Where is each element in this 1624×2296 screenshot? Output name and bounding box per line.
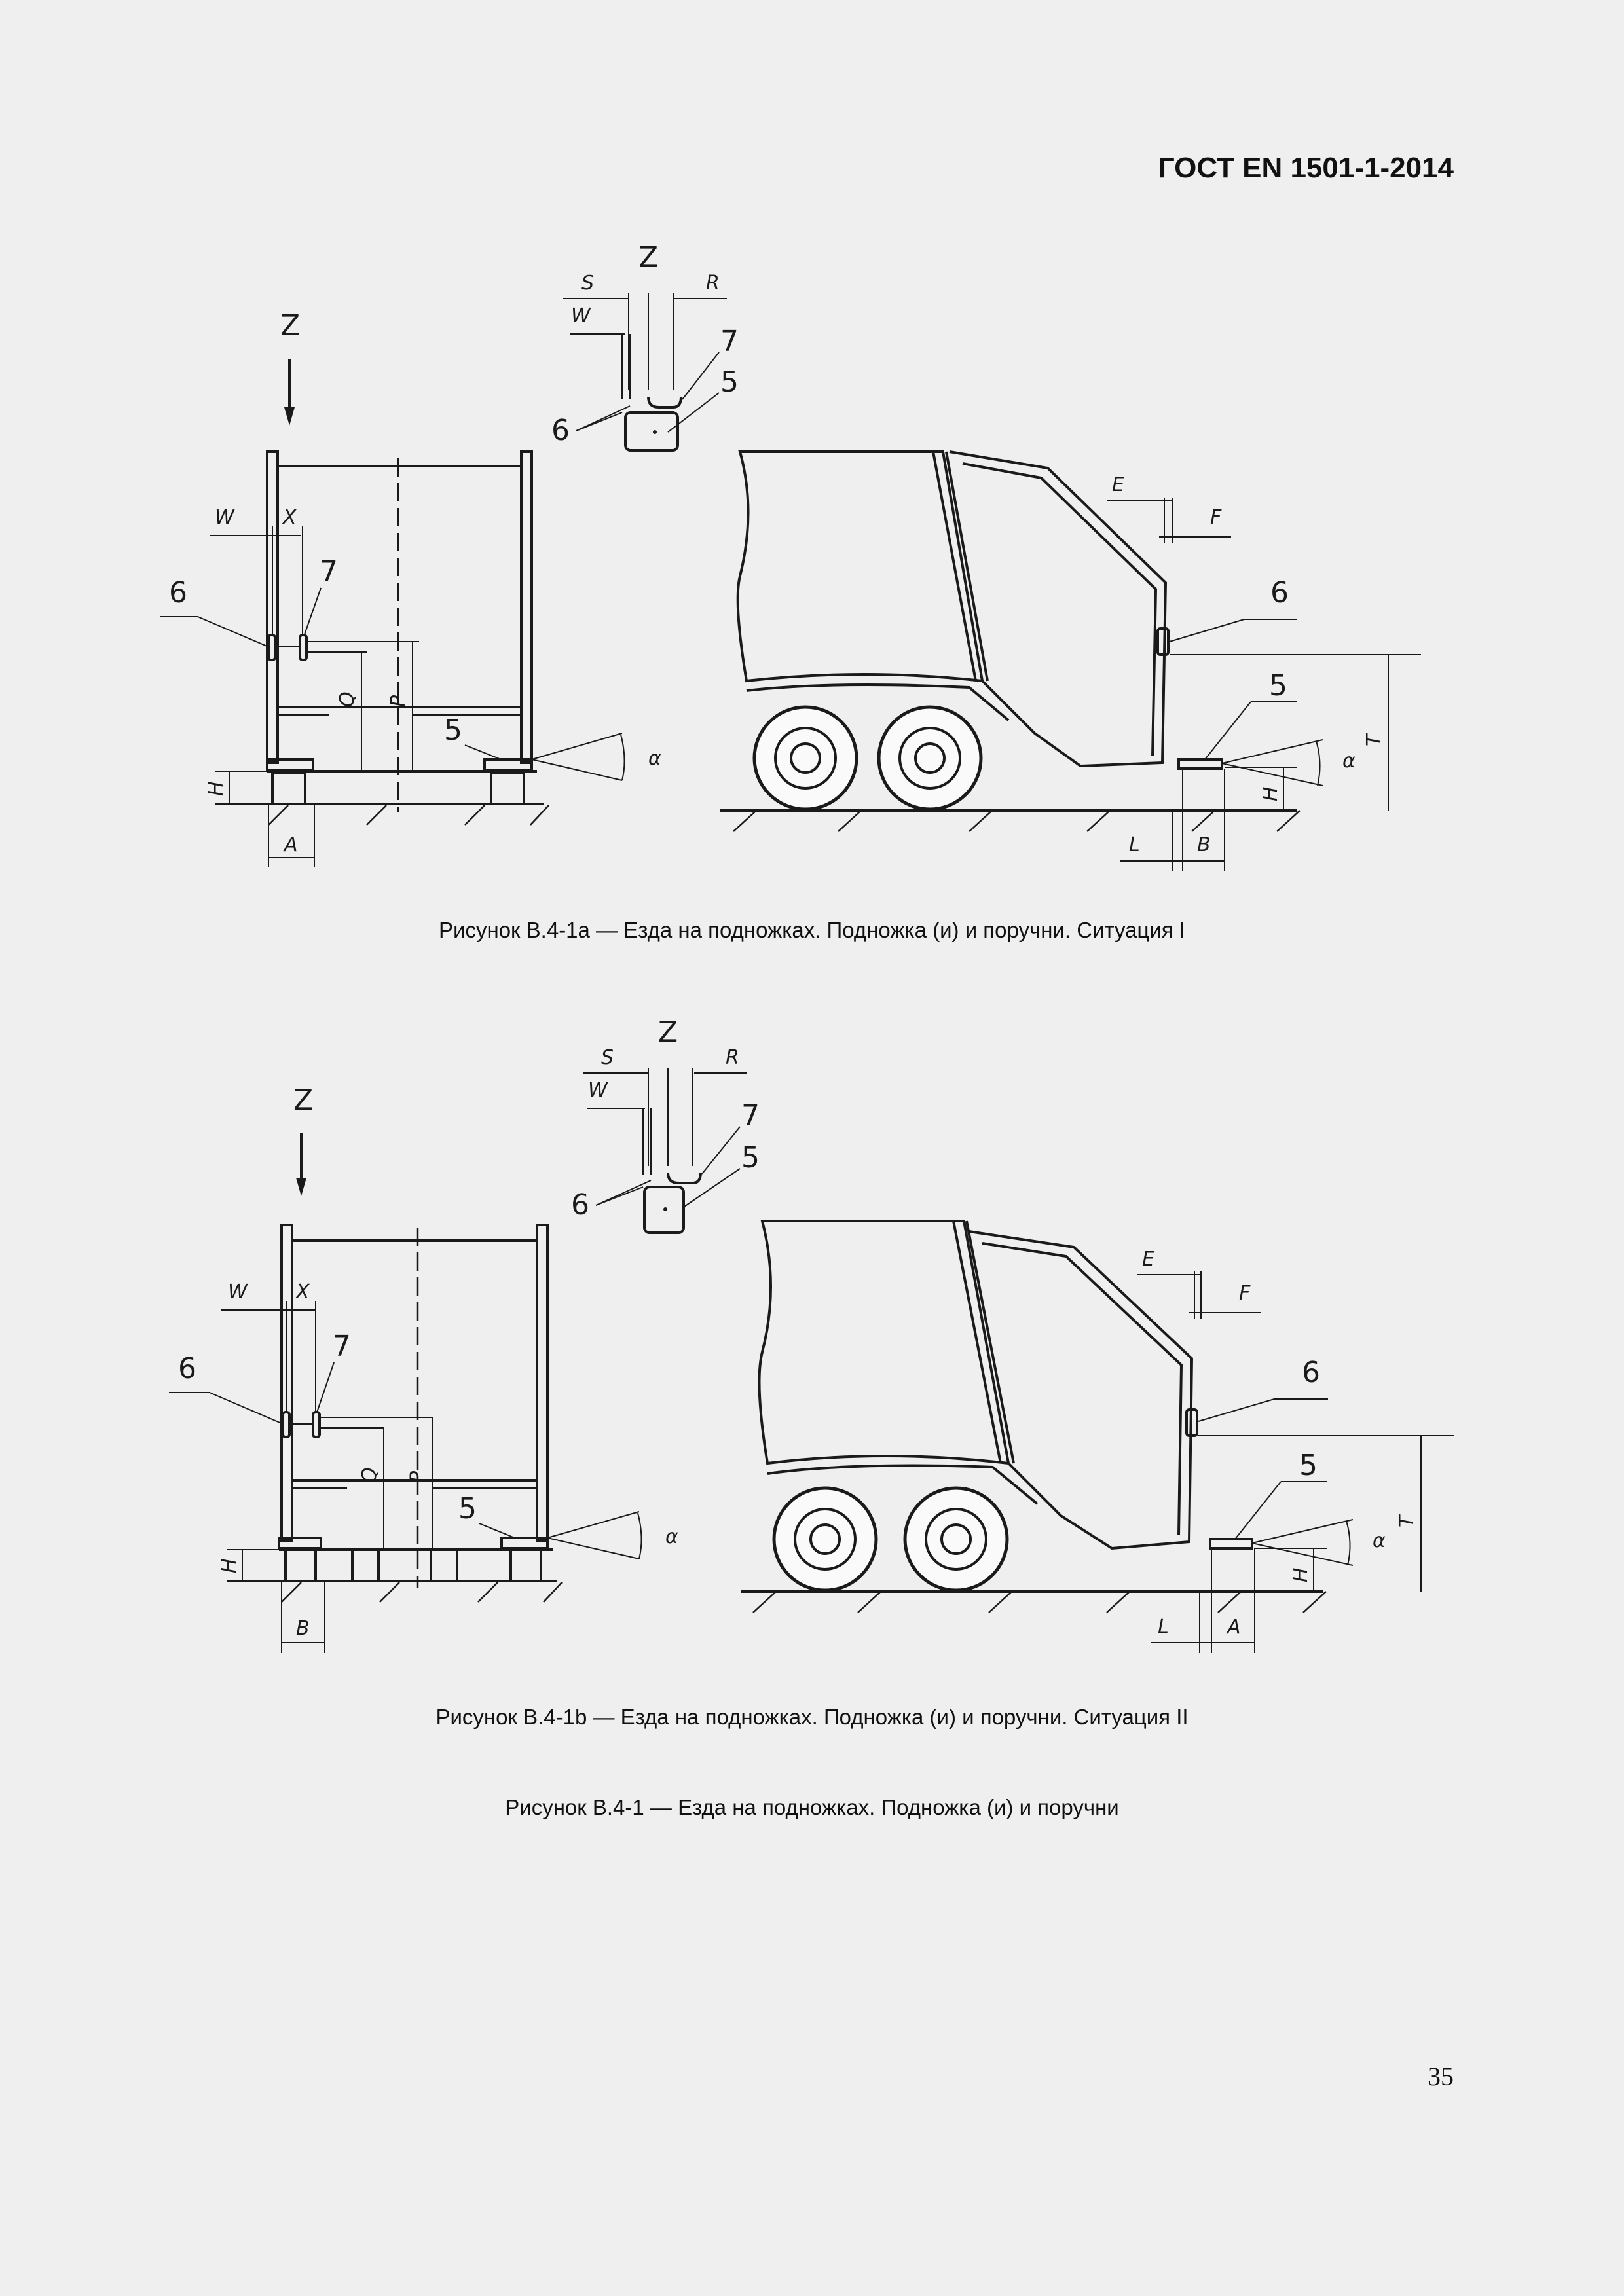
n5-right-label: 5 <box>1269 669 1287 702</box>
n6-left-label: 6 <box>169 576 187 610</box>
base-right-label: B <box>1197 833 1211 856</box>
figure-b: Z S R W 7 5 6 Z <box>144 1011 1480 1666</box>
s-label: S <box>581 272 594 295</box>
n7-left-label: 7 <box>333 1330 351 1363</box>
rear-view: Z W X 6 7 <box>169 1084 678 1653</box>
x-left-label: X <box>282 506 297 529</box>
x-left-label: X <box>295 1281 310 1303</box>
standard-header: ГОСТ EN 1501-1-2014 <box>1158 152 1454 184</box>
n7-top-label: 7 <box>720 325 739 358</box>
w-top-label: W <box>571 304 591 327</box>
w-top-label: W <box>588 1079 608 1102</box>
alpha-right-label: α <box>1342 750 1356 773</box>
alpha-left-label: α <box>665 1525 678 1548</box>
figure-a-drawing: Z S R W 7 5 6 Z <box>160 241 1421 871</box>
alpha-left-label: α <box>648 747 661 770</box>
n6-top-label: 6 <box>551 414 570 447</box>
figure-b-caption: Рисунок В.4-1b — Езда на подножках. Подн… <box>435 1705 1189 1729</box>
n7-left-label: 7 <box>320 555 338 589</box>
top-view-detail: Z S R W 7 5 6 <box>571 1015 760 1234</box>
top-view-detail: Z S R W 7 5 6 <box>551 241 739 452</box>
h-right-label: H <box>1259 786 1282 801</box>
alpha-right-label: α <box>1373 1529 1386 1552</box>
f-label: F <box>1239 1282 1251 1305</box>
base-left-label: A <box>283 833 298 856</box>
t-label: T <box>1363 733 1386 746</box>
figure-b-drawing: Z S R W 7 5 6 Z <box>169 1015 1454 1653</box>
n6-right-label: 6 <box>1302 1356 1320 1389</box>
f-label: F <box>1210 506 1222 529</box>
l-label: L <box>1158 1616 1169 1639</box>
q-label: Q <box>336 691 359 707</box>
h-right-label: H <box>1289 1567 1312 1582</box>
h-left-label: H <box>205 781 228 796</box>
n5-right-label: 5 <box>1299 1449 1318 1482</box>
z-top-label: Z <box>638 241 658 274</box>
l-label: L <box>1129 833 1140 856</box>
n5-left-label: 5 <box>458 1492 477 1525</box>
e-label: E <box>1142 1248 1154 1271</box>
n6-right-label: 6 <box>1270 576 1289 610</box>
figure-a: Z S R W 7 5 6 Z <box>144 236 1480 890</box>
side-view-truck: E F 6 5 α H T L A <box>741 1220 1454 1653</box>
r-label: R <box>726 1046 739 1069</box>
figure-a-caption: Рисунок В.4-1а — Езда на подножках. Подн… <box>439 918 1185 942</box>
rear-view: Z W X 6 7 Q P <box>160 309 661 867</box>
q-label: Q <box>358 1467 381 1483</box>
z-left-label: Z <box>293 1084 313 1117</box>
side-view-truck: E F 6 5 α H T L B <box>720 450 1421 871</box>
z-left-label: Z <box>280 309 300 342</box>
p-label: P <box>387 695 410 707</box>
e-label: E <box>1112 473 1124 496</box>
n5-top-label: 5 <box>720 365 739 399</box>
n6-left-label: 6 <box>178 1352 196 1385</box>
base-right-label: A <box>1226 1616 1241 1639</box>
n7-top-label: 7 <box>741 1099 760 1133</box>
w-left-label: W <box>228 1281 248 1303</box>
overall-caption: Рисунок В.4-1 — Езда на подножках. Подно… <box>505 1795 1119 1819</box>
p-label: P <box>407 1470 430 1483</box>
page-number: 35 <box>1428 2062 1454 2091</box>
w-left-label: W <box>215 506 235 529</box>
z-top-label: Z <box>658 1015 678 1049</box>
n6-top-label: 6 <box>571 1188 589 1222</box>
n5-left-label: 5 <box>444 714 462 747</box>
t-label: T <box>1395 1514 1418 1527</box>
base-left-label: B <box>296 1617 310 1640</box>
s-label: S <box>601 1046 614 1069</box>
h-left-label: H <box>218 1558 241 1573</box>
r-label: R <box>706 272 720 295</box>
n5-top-label: 5 <box>741 1141 760 1175</box>
